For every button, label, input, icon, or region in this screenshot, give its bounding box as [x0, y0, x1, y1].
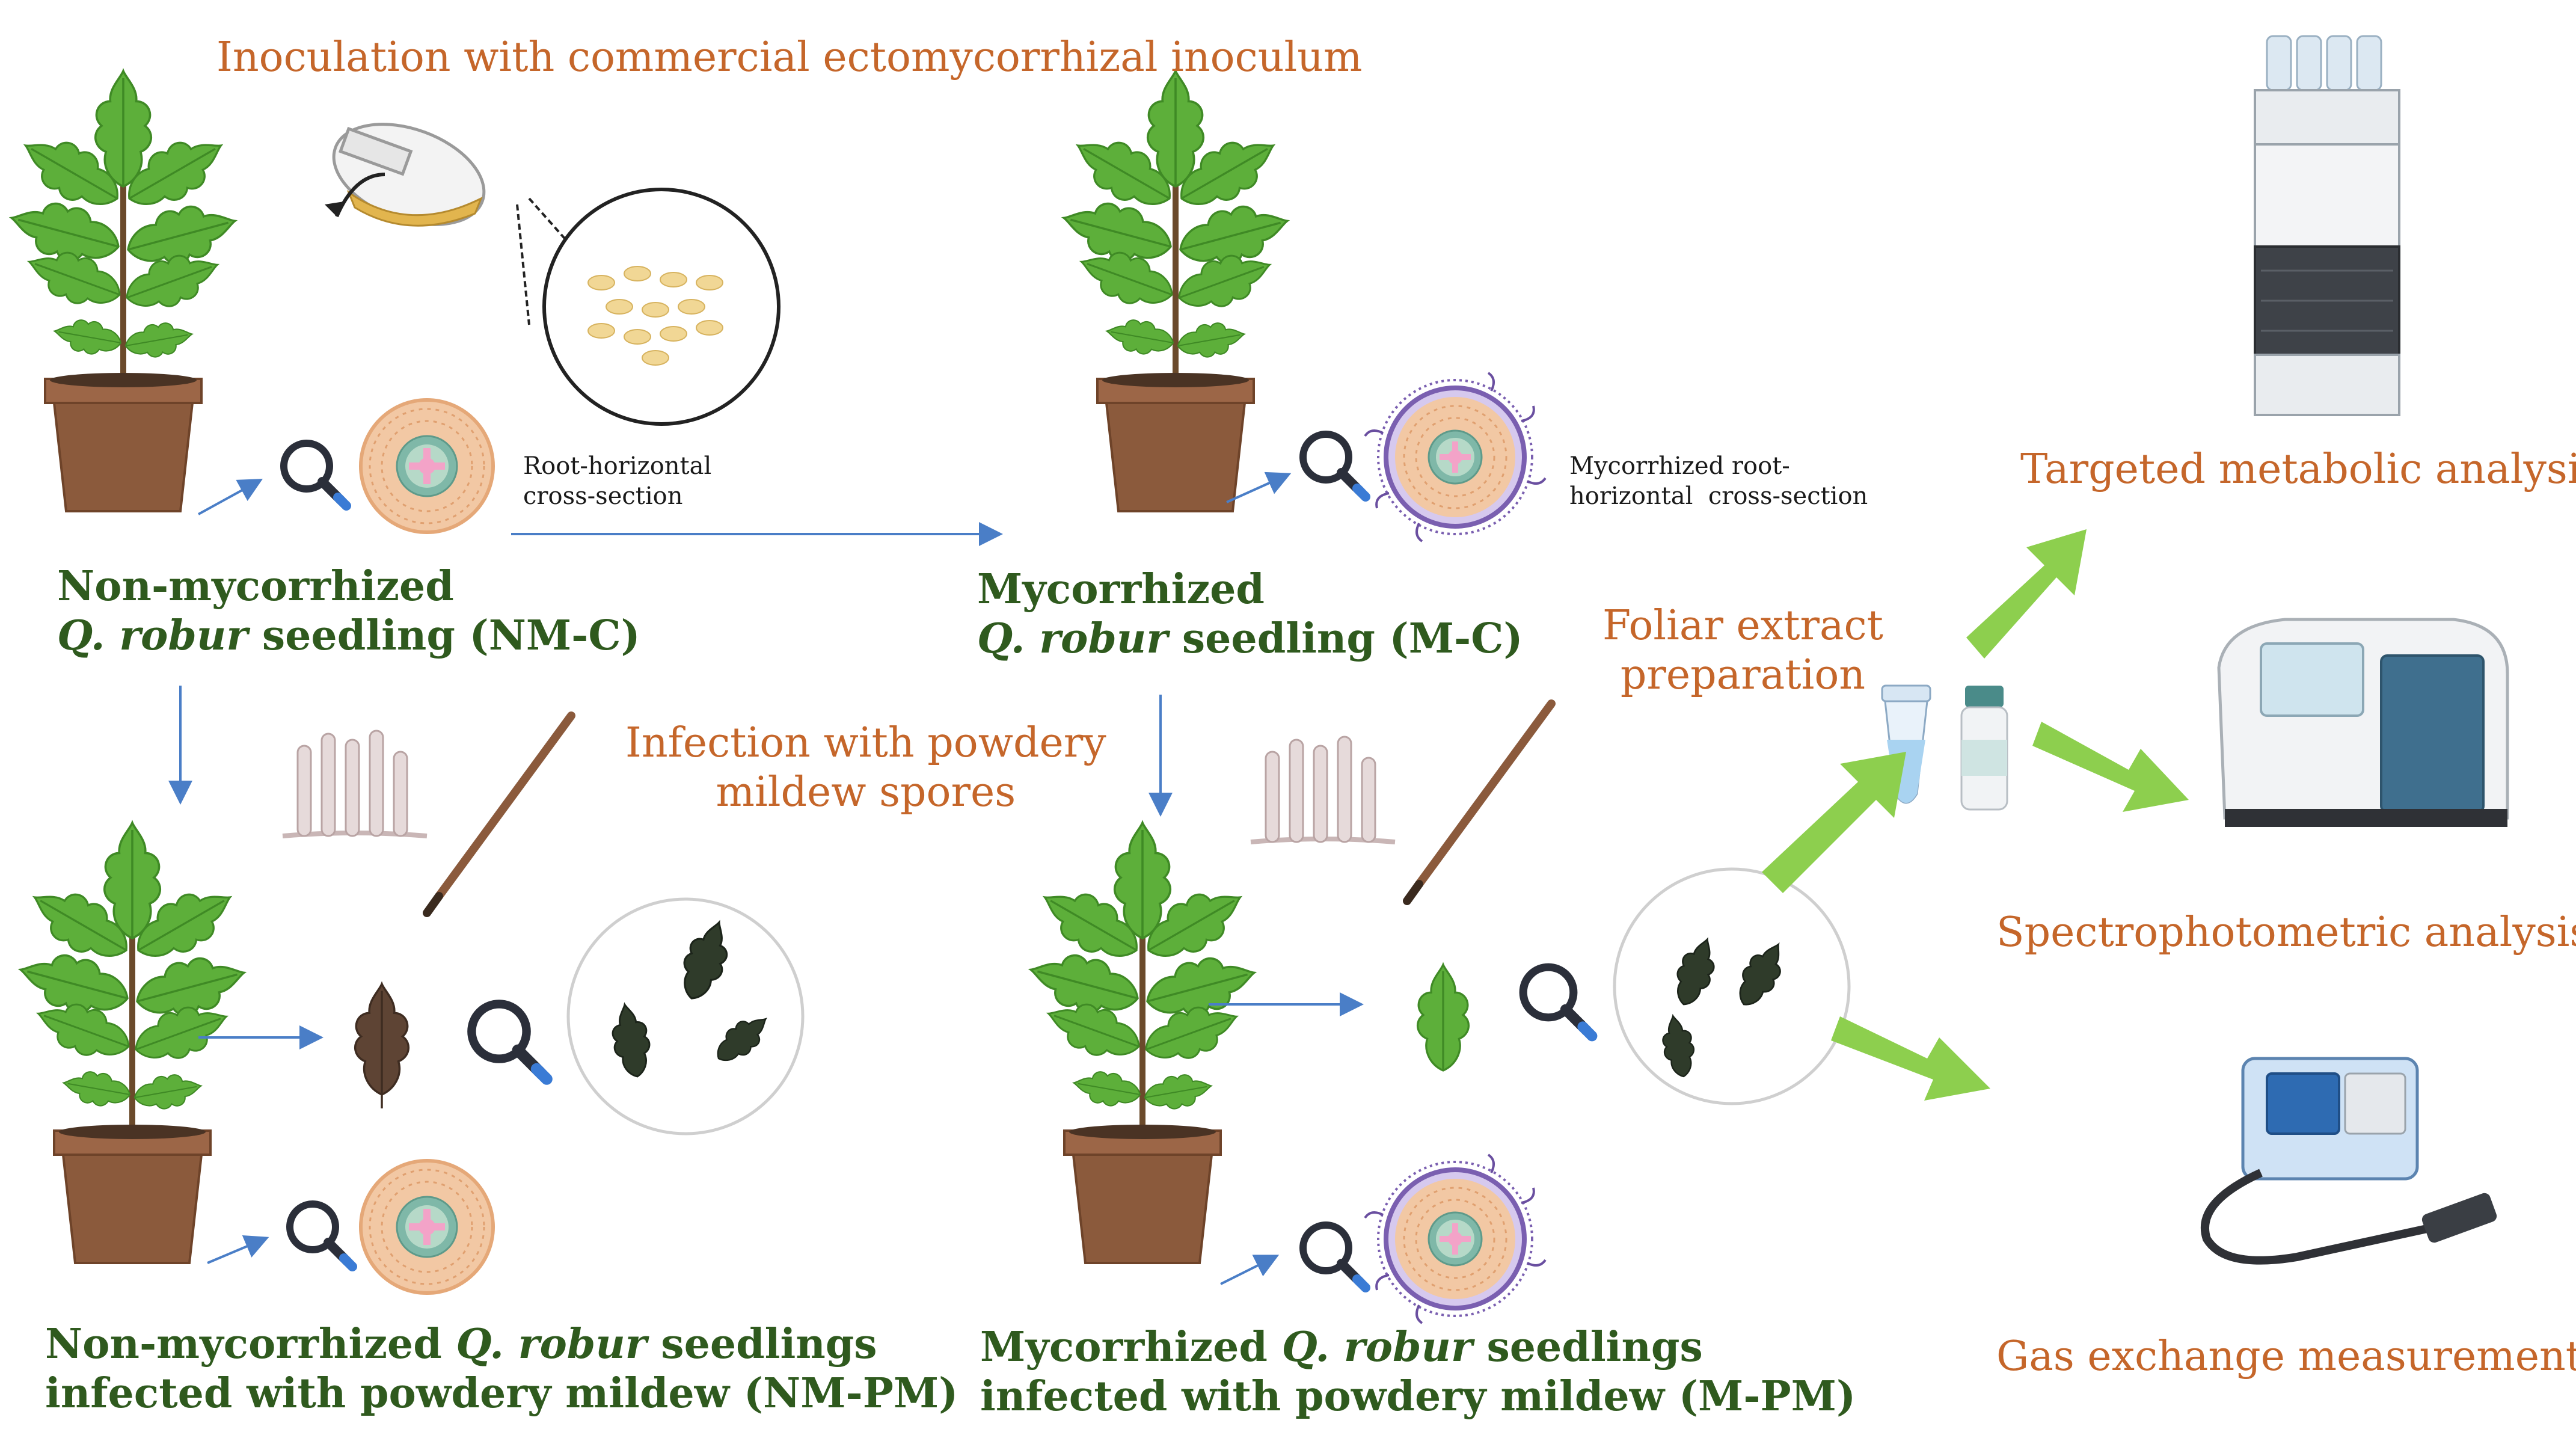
flask-icon — [325, 123, 486, 227]
mycorrhized-root-icon — [1365, 373, 1545, 541]
magnifier-icon — [284, 443, 346, 506]
vial-icon — [1960, 686, 2008, 811]
root-cross-section-icon — [361, 1161, 493, 1293]
hplc-instrument-icon — [2254, 35, 2400, 416]
infected-leaves-icon — [566, 897, 805, 1135]
magnifier-icon — [1303, 434, 1366, 497]
magnifier-icon — [1523, 967, 1592, 1036]
oak-leaf-icon — [1416, 963, 1470, 1072]
mycorrhized-root-section-label: Mycorrhized root- horizontal cross-secti… — [1569, 452, 1868, 510]
magnifier-icon — [471, 1004, 547, 1079]
nm-c-label: Non-mycorrhized Q. robur seedling (NM-C) — [57, 562, 640, 660]
inoculation-title: Inoculation with commercial ectomycorrhi… — [216, 34, 1363, 81]
foliar-extract-label: Foliar extract preparation — [1602, 602, 1883, 699]
oak-seedling-icon — [1024, 823, 1261, 1263]
magnifier-icon — [1303, 1225, 1366, 1288]
root-cross-section-icon — [361, 400, 493, 532]
targeted-metabolic-analysis-label: Targeted metabolic analysis — [2020, 446, 2576, 493]
infection-label: Infection with powdery mildew spores — [625, 719, 1106, 816]
oak-seedling-icon — [14, 823, 251, 1263]
oak-leaf-icon — [354, 983, 410, 1110]
root-section-label: Root-horizontal cross-section — [523, 452, 712, 510]
big-arrows — [1762, 529, 2189, 1101]
gas-exchange-measurements-label: Gas exchange measurements — [1996, 1333, 2576, 1380]
brush-icon — [1407, 704, 1551, 901]
m-c-label: Mycorrhized Q. robur seedling (M-C) — [977, 565, 1523, 663]
flow-arrows — [168, 472, 1364, 1285]
powdery-mildew-conidiophore-icon — [1251, 737, 1395, 842]
mycorrhized-root-icon — [1365, 1155, 1545, 1323]
powdery-mildew-conidiophore-icon — [283, 731, 427, 836]
spectrophotometric-analysis-label: Spectrophotometric analysis — [1996, 909, 2576, 956]
oak-seedling-icon — [1057, 71, 1294, 511]
nm-pm-label: Non-mycorrhized Q. robur seedlings infec… — [45, 1320, 958, 1418]
brush-icon — [427, 716, 571, 913]
infected-leaves-icon — [1613, 867, 1851, 1105]
gas-exchange-analyzer-icon — [2200, 1057, 2497, 1265]
magnifier-icon — [290, 1204, 352, 1267]
spectrophotometer-icon — [2217, 618, 2509, 827]
spores-icon — [516, 188, 780, 426]
m-pm-label: Mycorrhized Q. robur seedlings infected … — [980, 1323, 1856, 1421]
oak-seedling-icon — [5, 71, 242, 511]
